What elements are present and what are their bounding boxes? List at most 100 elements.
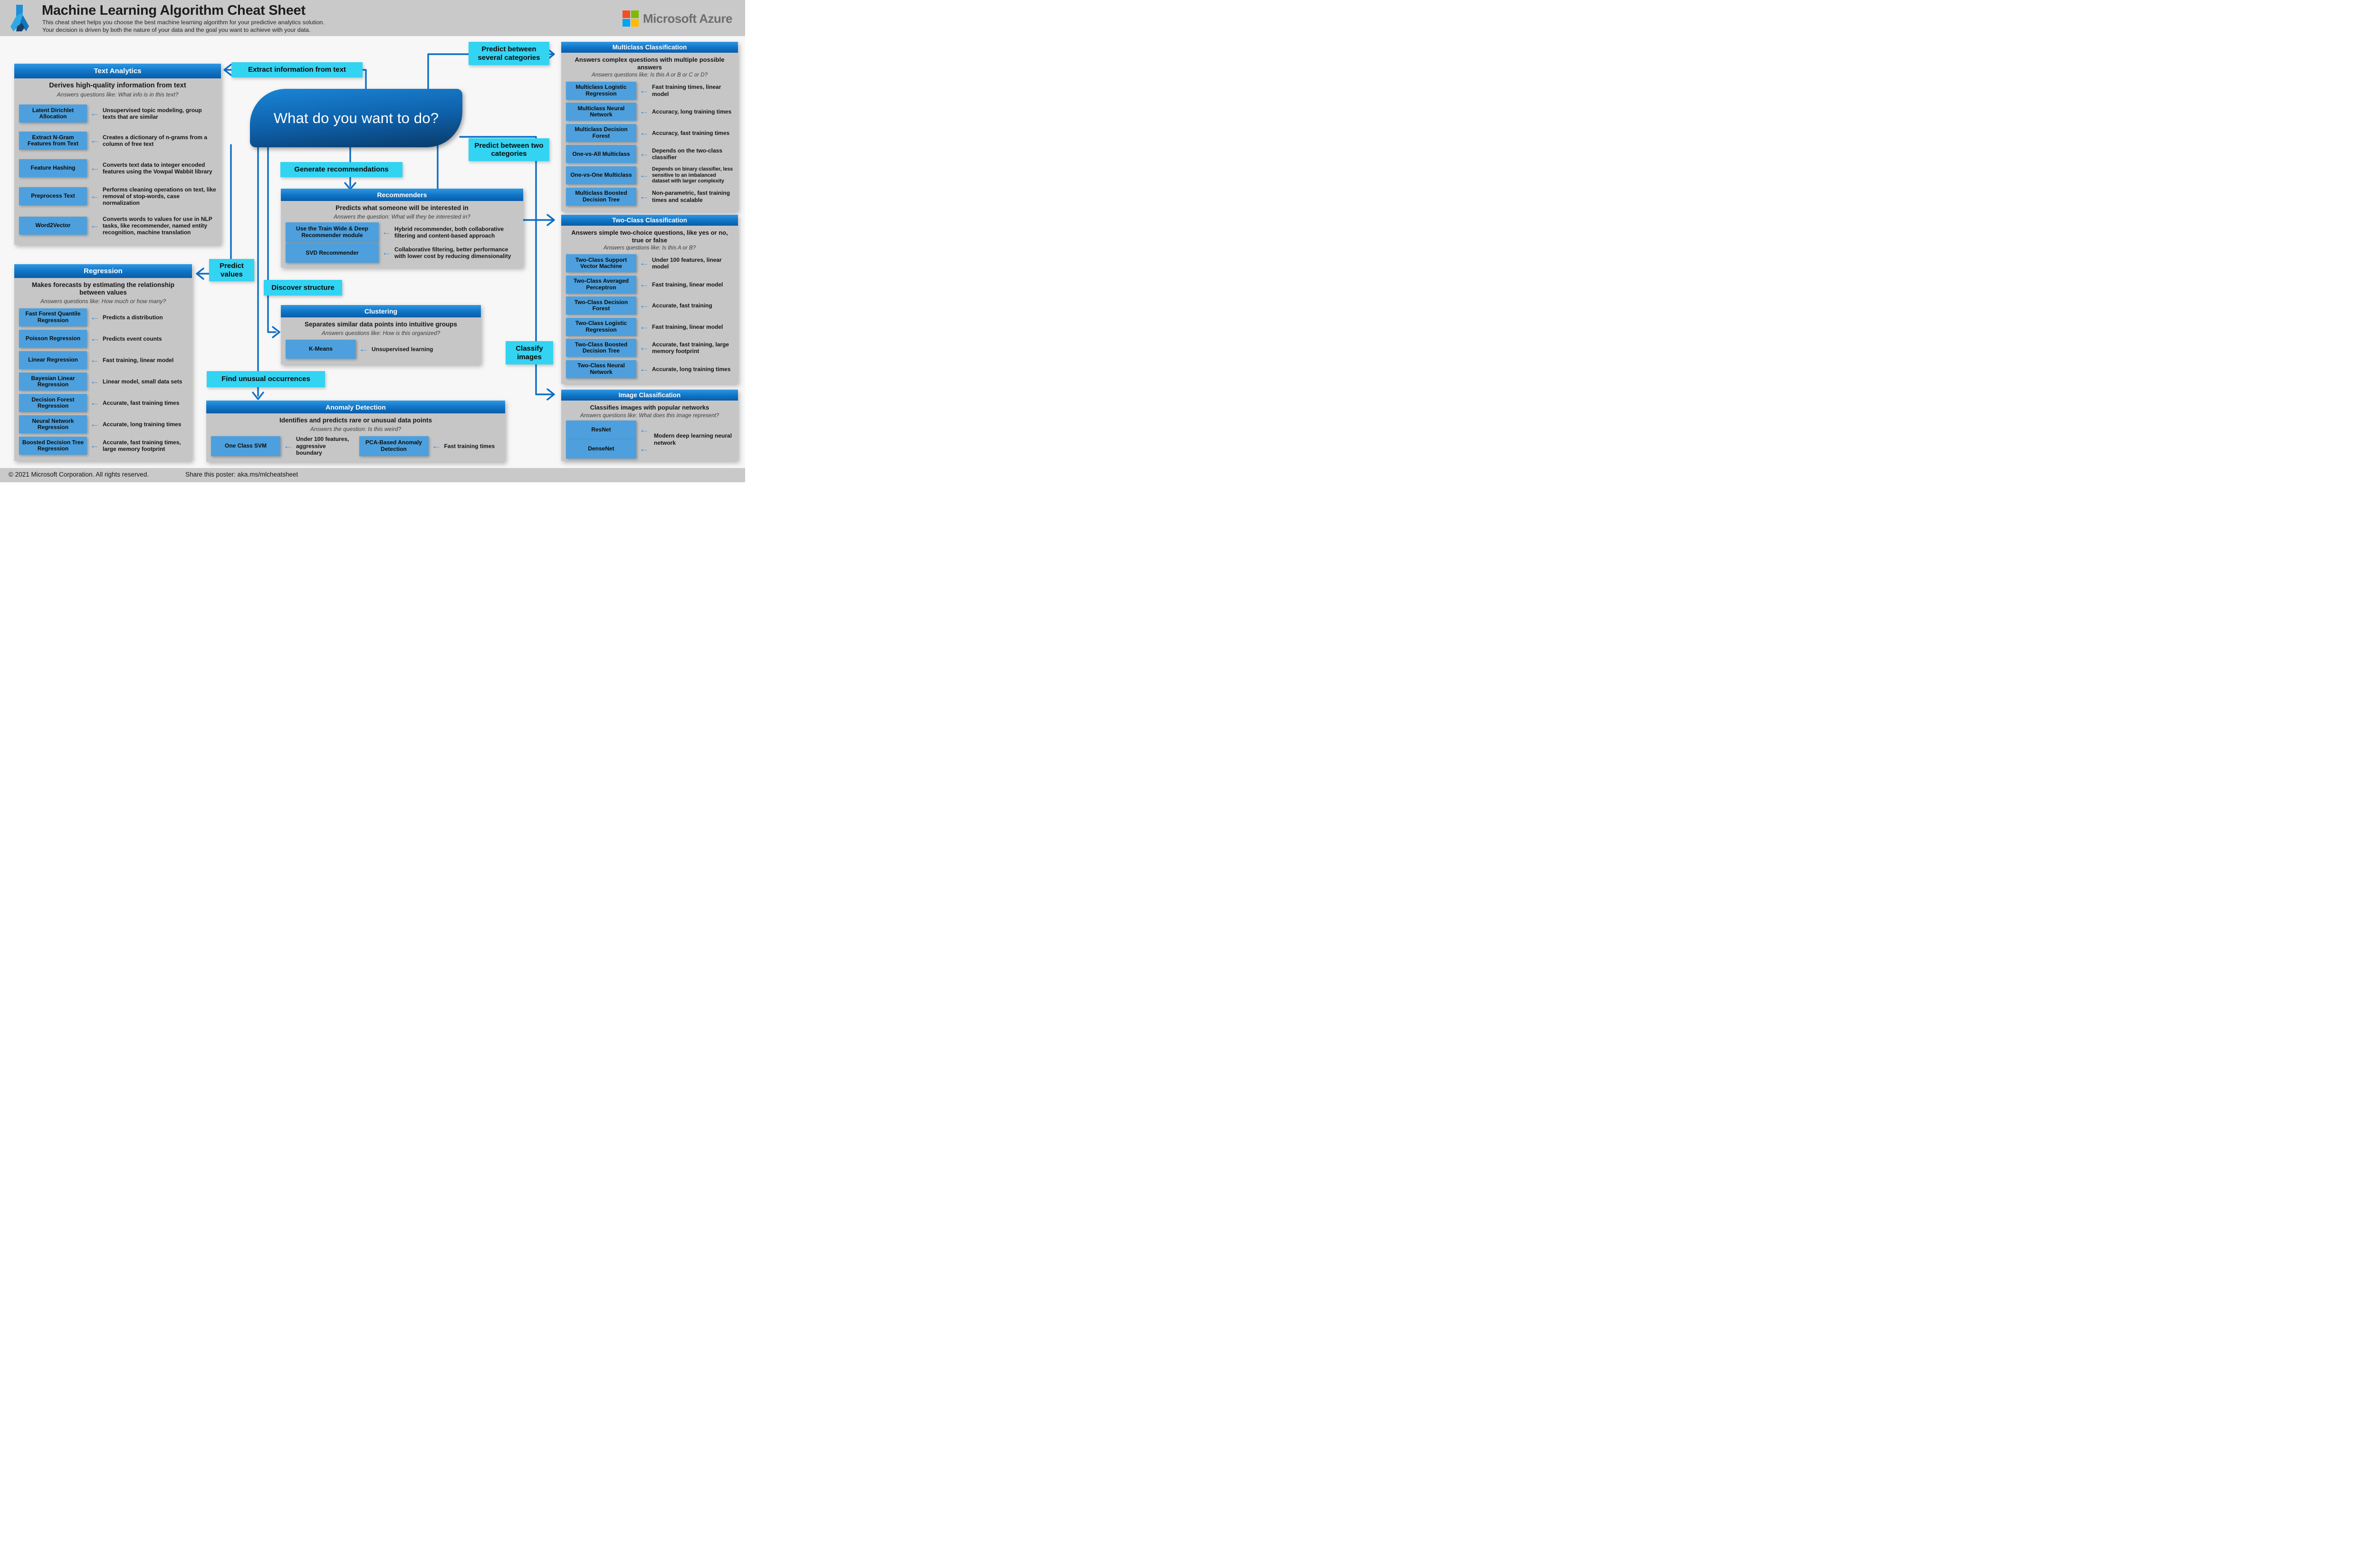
panel-question: Answers questions like: What info is in … <box>57 91 179 98</box>
algorithm-description: Fast training, linear model <box>652 281 723 288</box>
algorithm-row: Latent Dirichlet Allocation←Unsupervised… <box>19 105 216 123</box>
panel-body: Predicts what someone will be interested… <box>281 201 523 268</box>
left-arrow-icon: ← <box>89 355 100 365</box>
algorithm-row: Multiclass Logistic Regression←Fast trai… <box>566 81 733 100</box>
algorithm-row: ResNet← <box>566 420 650 440</box>
algorithm-row: One Class SVM←Under 100 features, aggres… <box>211 436 353 456</box>
azure-ml-logo-icon <box>10 5 29 31</box>
algorithm-description: Accuracy, long training times <box>652 108 732 115</box>
decision-label-generate-recommendations: Generate recommendations <box>280 162 402 177</box>
algorithm-description: Accurate, fast training, large memory fo… <box>652 341 729 355</box>
panel-question: Answers questions like: How is this orga… <box>321 330 441 337</box>
arrowhead-discover-structure <box>272 326 280 338</box>
algorithm-box: Multiclass Neural Network <box>566 103 636 121</box>
header-band: Machine Learning Algorithm Cheat Sheet T… <box>0 0 745 36</box>
algorithm-row: Decision Forest Regression←Accurate, fas… <box>19 394 187 412</box>
panel-heading: Predicts what someone will be interested… <box>335 204 469 211</box>
decision-label-several-categories: Predict between several categories <box>469 42 549 65</box>
algorithm-row: Fast Forest Quantile Regression←Predicts… <box>19 308 187 326</box>
panel-question: Answers the question: Is this weird? <box>310 426 402 433</box>
microsoft-azure-wordmark: Microsoft Azure <box>643 11 733 26</box>
algorithm-row: Linear Regression←Fast training, linear … <box>19 351 187 370</box>
page-subtitle-line1: This cheat sheet helps you choose the be… <box>42 19 325 26</box>
left-arrow-icon: ← <box>639 425 650 434</box>
left-arrow-icon: ← <box>639 279 650 289</box>
central-question-text: What do you want to do? <box>273 109 439 126</box>
algorithm-row: Multiclass Decision Forest←Accuracy, fas… <box>566 124 733 142</box>
algorithm-description: Linear model, small data sets <box>103 378 182 385</box>
algorithm-box: Multiclass Decision Forest <box>566 124 636 142</box>
panel-body: Answers simple two-choice questions, lik… <box>561 226 738 384</box>
algorithm-description: Converts text data to integer encoded fe… <box>103 161 212 175</box>
algorithm-box: Multiclass Logistic Regression <box>566 81 636 100</box>
algorithm-box: Two-Class Decision Forest <box>566 296 636 315</box>
algorithm-description: Depends on the two-class classifier <box>652 147 723 161</box>
algorithm-description: Depends on binary classifier, less sensi… <box>652 166 733 184</box>
algorithm-description: Performs cleaning operations on text, li… <box>103 186 216 207</box>
algorithm-row: SVD Recommender←Collaborative filtering,… <box>286 243 518 263</box>
algorithm-row: Boosted Decision Tree Regression←Accurat… <box>19 437 187 455</box>
algorithm-box: Word2Vector <box>19 217 87 235</box>
algorithm-description: Accurate, fast training times, large mem… <box>103 439 181 453</box>
algorithm-box: Two-Class Logistic Regression <box>566 317 636 336</box>
left-arrow-icon: ← <box>89 109 100 118</box>
algorithm-box: One Class SVM <box>211 436 280 456</box>
left-arrow-icon: ← <box>639 86 650 95</box>
algorithm-row: Multiclass Boosted Decision Tree←Non-par… <box>566 187 733 206</box>
algorithm-list: ResNet←DenseNet←Modern deep learning neu… <box>566 420 733 459</box>
left-arrow-icon: ← <box>283 441 294 450</box>
panel-title: Regression <box>14 264 192 278</box>
algorithm-row: K-Means←Unsupervised learning <box>286 340 476 359</box>
left-arrow-icon: ← <box>639 149 650 159</box>
left-arrow-icon: ← <box>89 191 100 201</box>
arrowhead-two-categories <box>546 214 555 226</box>
panel-body: Derives high-quality information from te… <box>14 78 221 245</box>
left-arrow-icon: ← <box>358 344 369 354</box>
algorithm-row: One-vs-All Multiclass←Depends on the two… <box>566 145 733 163</box>
algorithm-list: Use the Train Wide & Deep Recommender mo… <box>286 222 518 263</box>
algorithm-box: Multiclass Boosted Decision Tree <box>566 187 636 206</box>
algorithm-box: Fast Forest Quantile Regression <box>19 308 87 326</box>
algorithm-description-shared: Modern deep learning neural network <box>654 432 732 446</box>
algorithm-list: One Class SVM←Under 100 features, aggres… <box>211 434 500 458</box>
algorithm-description: Accurate, fast training times <box>103 400 180 407</box>
algorithm-description: Fast training times, linear model <box>652 84 721 97</box>
algorithm-description: Converts words to values for use in NLP … <box>103 215 212 236</box>
left-arrow-icon: ← <box>639 322 650 331</box>
algorithm-box: PCA-Based Anomaly Detection <box>359 436 429 456</box>
central-question-node: What do you want to do? <box>250 89 462 147</box>
panel-heading: Makes forecasts by estimating the relati… <box>31 281 175 296</box>
left-arrow-icon: ← <box>89 163 100 172</box>
panel-body: Answers complex questions with multiple … <box>561 53 738 211</box>
cheat-sheet-canvas: Machine Learning Algorithm Cheat Sheet T… <box>0 0 745 482</box>
algorithm-box: Bayesian Linear Regression <box>19 373 87 391</box>
arrowhead-classify-images <box>546 388 555 401</box>
left-arrow-icon: ← <box>639 444 650 453</box>
algorithm-box: One-vs-One Multiclass <box>566 166 636 184</box>
algorithm-row: One-vs-One Multiclass←Depends on binary … <box>566 166 733 184</box>
left-arrow-icon: ← <box>89 398 100 408</box>
panel-heading: Classifies images with popular networks <box>590 404 709 411</box>
algorithm-row: Extract N-Gram Features from Text←Create… <box>19 132 216 150</box>
algorithm-box: SVD Recommender <box>286 243 379 263</box>
algorithm-box: Neural Network Regression <box>19 415 87 434</box>
algorithm-list: K-Means←Unsupervised learning <box>286 338 476 360</box>
algorithm-box: Preprocess Text <box>19 187 87 206</box>
connector-classify-images <box>459 136 553 395</box>
left-arrow-icon: ← <box>89 312 100 322</box>
connector-discover-structure <box>267 144 277 333</box>
panel-heading: Answers complex questions with multiple … <box>575 56 725 71</box>
arrowhead-several-categories <box>546 48 555 60</box>
panel-heading: Answers simple two-choice questions, lik… <box>571 229 728 244</box>
decision-label-discover-structure: Discover structure <box>264 280 342 296</box>
algorithm-row: Word2Vector←Converts words to values for… <box>19 216 216 236</box>
algorithm-row: Two-Class Averaged Perceptron←Fast train… <box>566 275 733 294</box>
algorithm-row: Preprocess Text←Performs cleaning operat… <box>19 186 216 206</box>
arrowhead-predict-values <box>196 268 204 280</box>
algorithm-box: K-Means <box>286 340 356 359</box>
